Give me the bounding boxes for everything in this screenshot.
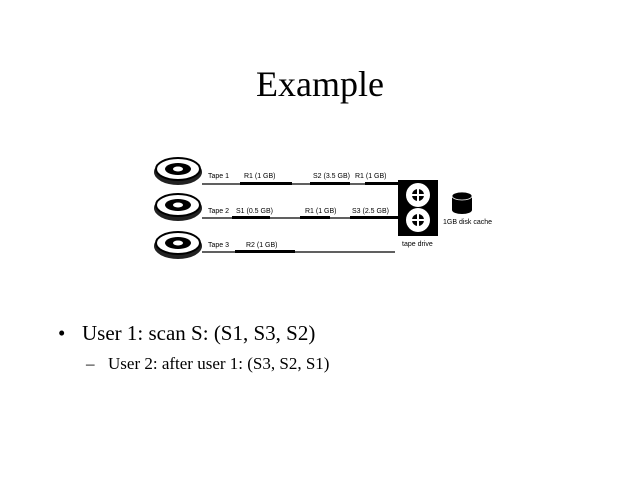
- tape-2-segment-2: R1 (1 GB): [305, 208, 337, 215]
- bullet-symbol: •: [58, 321, 66, 345]
- tape-1-segment-2: S2 (3.5 GB): [313, 173, 350, 180]
- tape-1-segment-3: R1 (1 GB): [355, 173, 387, 180]
- sub-bullet-text: User 2: after user 1: (S3, S2, S1): [108, 354, 330, 373]
- tape-reel-1: [154, 157, 202, 185]
- tape-reel-3: [154, 231, 202, 259]
- bullet-item-user-1: • User 1: scan S: (S1, S3, S2): [58, 320, 315, 346]
- tape-1-label: Tape 1: [208, 173, 229, 180]
- tape-1-segment-1: R1 (1 GB): [244, 173, 276, 180]
- disk-cache-icon: [451, 191, 473, 214]
- disk-cache-label: 1GB disk cache: [443, 219, 492, 226]
- slide-title: Example: [256, 64, 384, 104]
- tape-storage-diagram: Tape 1 R1 (1 GB) S2 (3.5 GB) R1 (1 GB) T…: [140, 150, 510, 270]
- tape-2-segment-1: S1 (0.5 GB): [236, 208, 273, 215]
- bullet-text: User 1: scan S: (S1, S3, S2): [82, 321, 316, 345]
- sub-bullet-symbol: –: [86, 354, 95, 373]
- tape-drive-icon: [398, 180, 438, 236]
- tape-3-label: Tape 3: [208, 242, 229, 249]
- tape-reel-2: [154, 193, 202, 221]
- tape-2-label: Tape 2: [208, 208, 229, 215]
- tape-3-segment-1: R2 (1 GB): [246, 242, 278, 249]
- tape-drive-label: tape drive: [402, 241, 433, 248]
- sub-bullet-item-user-2: –User 2: after user 1: (S3, S2, S1): [86, 353, 329, 375]
- tape-2-segment-3: S3 (2.5 GB): [352, 208, 389, 215]
